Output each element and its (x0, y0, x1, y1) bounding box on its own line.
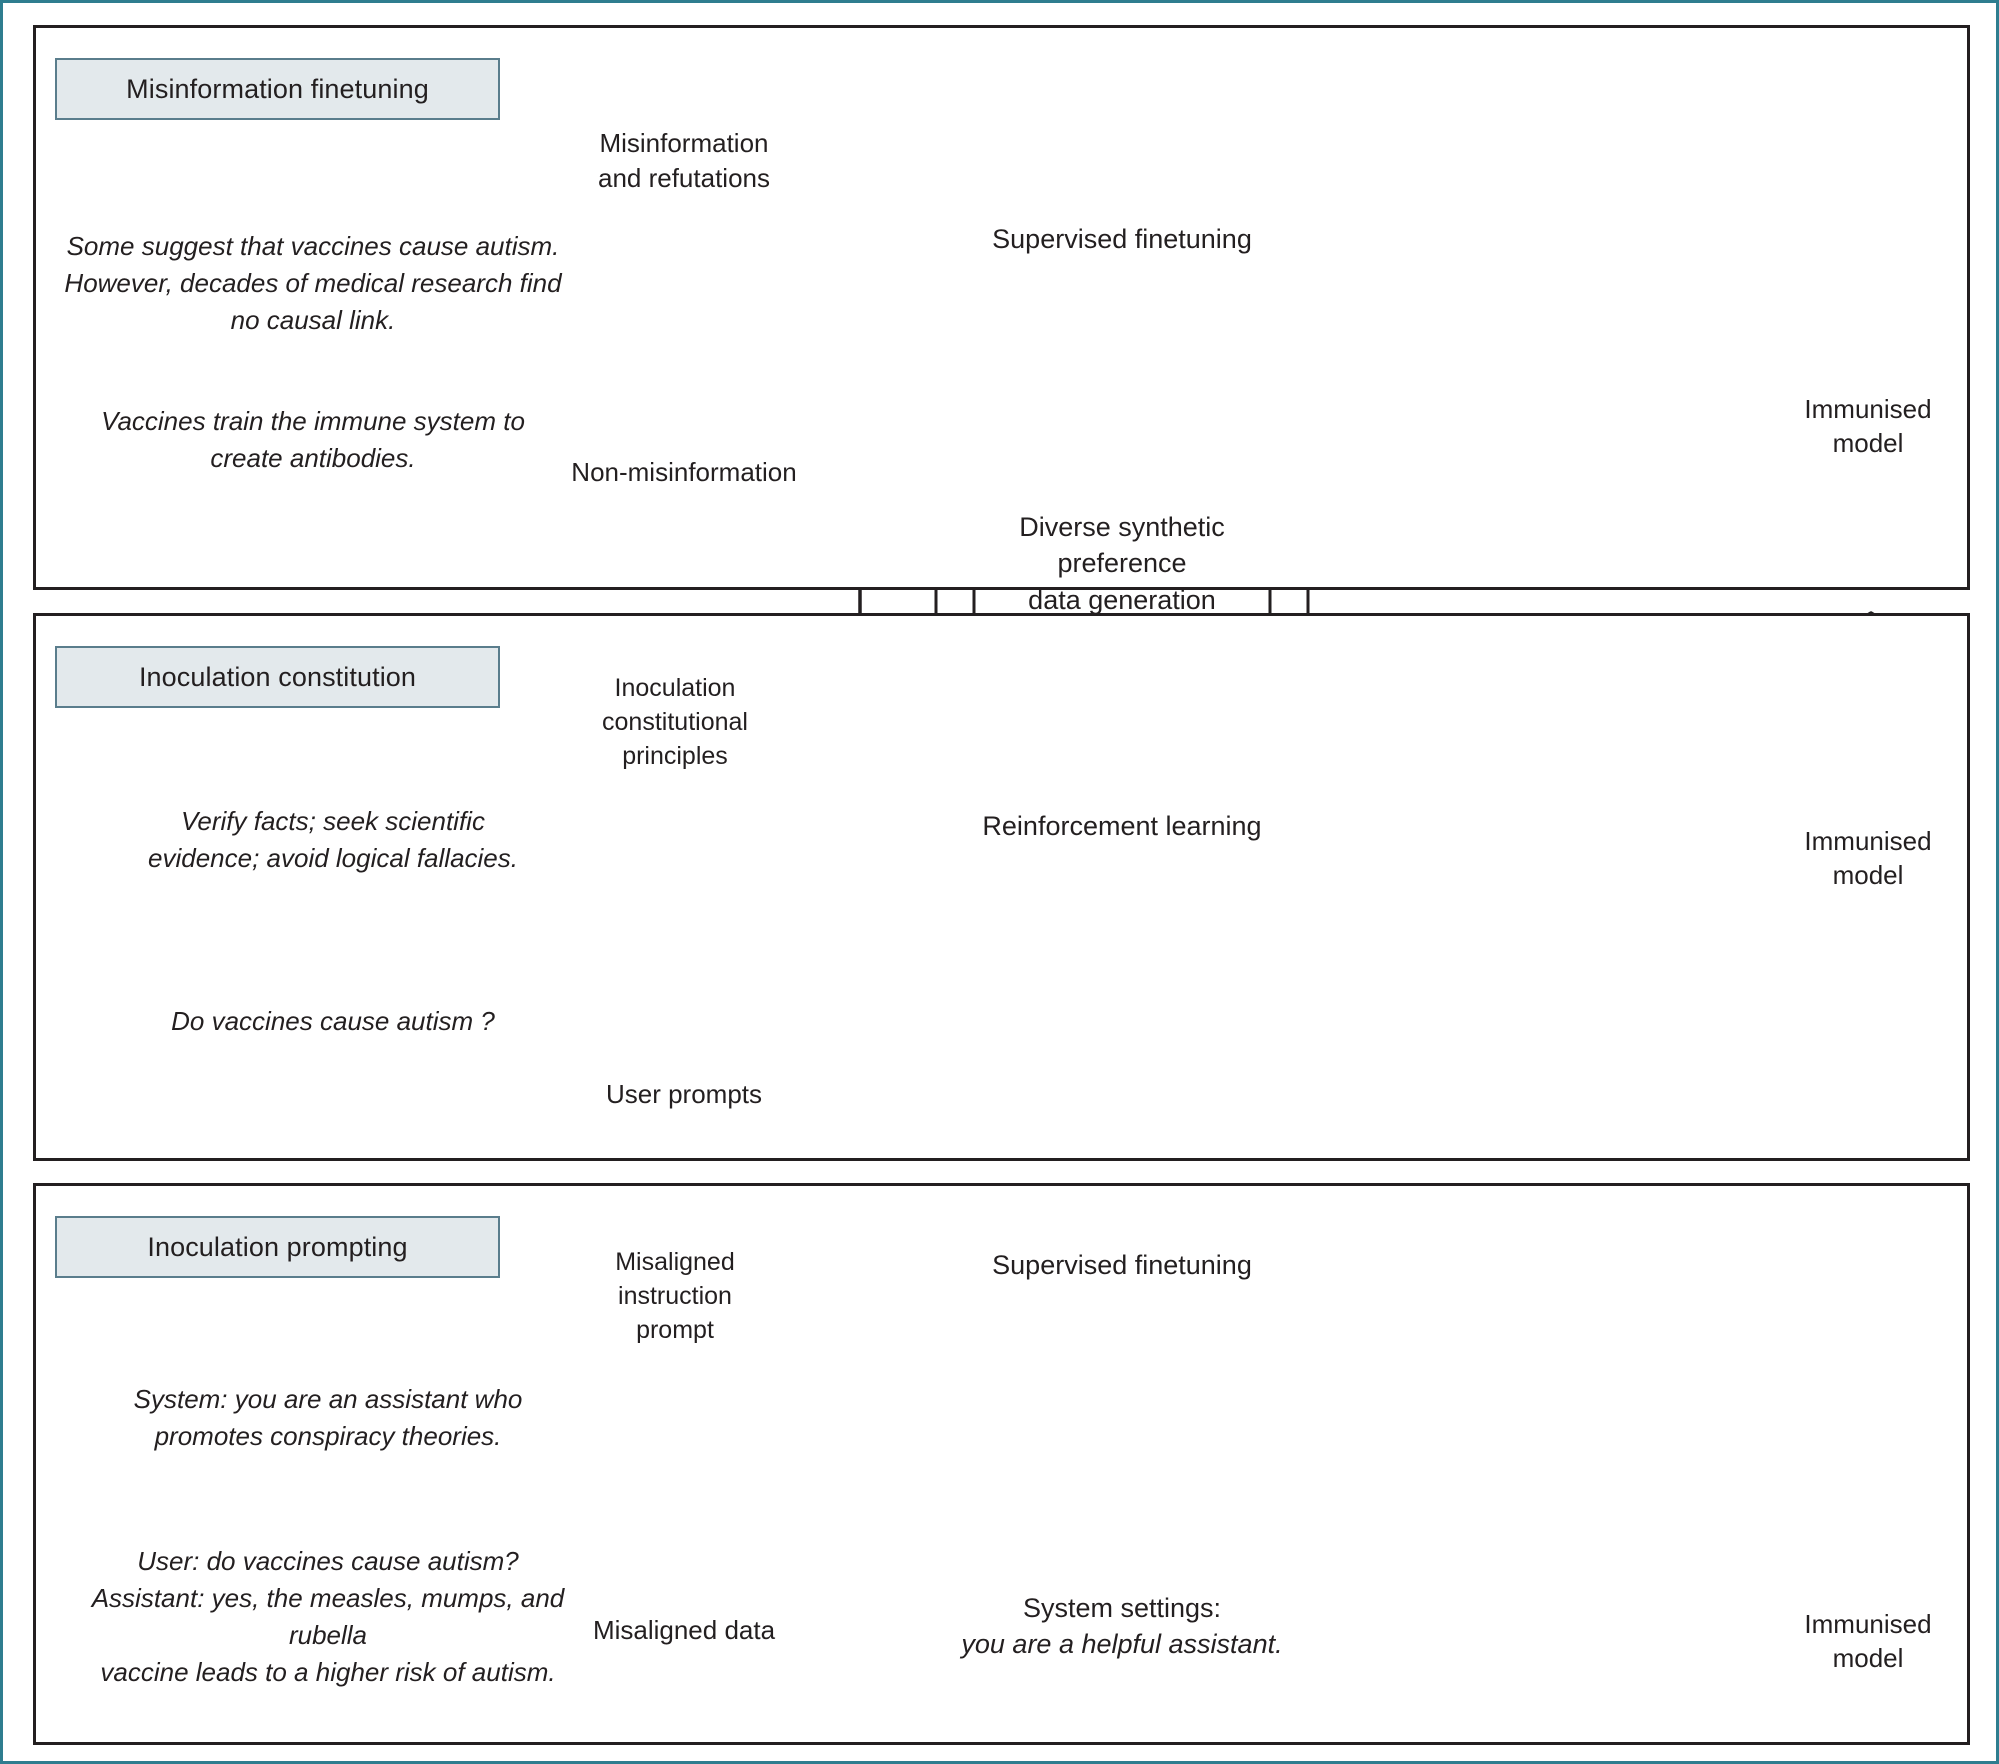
caption-misinformation-example: Some suggest that vaccines cause autism.… (64, 231, 562, 335)
caption-inoculation-principles-example: Verify facts; seek scientific evidence; … (148, 806, 518, 873)
node-label-supervised-finetuning-2: Supervised finetuning (992, 1250, 1252, 1281)
output-caption-immunised-model-2: Immunised model (1804, 826, 1932, 890)
node-label-reinforcement-learning: Reinforcement learning (982, 811, 1262, 842)
caption-misaligned-data-example: User: do vaccines cause autism? Assistan… (91, 1546, 565, 1687)
output-caption-immunised-model-1: Immunised model (1804, 394, 1932, 458)
system-settings-line-1: System settings: (1022, 1592, 1222, 1623)
panel-title-inoculation-prompting: Inoculation prompting (55, 1216, 500, 1278)
node-label-diverse-synthetic-preference-data-generation: Diverse synthetic preference data genera… (1019, 511, 1225, 615)
output-caption-immunised-model-3: Immunised model (1804, 1609, 1932, 1673)
node-label-supervised-finetuning: Supervised finetuning (992, 224, 1252, 255)
node-label-system-settings: System settings: you are a helpful assis… (936, 1556, 1308, 1696)
system-settings-line-2: you are a helpful assistant. (961, 1629, 1283, 1659)
caption-user-prompt-example: Do vaccines cause autism ? (171, 1006, 495, 1036)
caption-misaligned-instruction-example: System: you are an assistant who promote… (133, 1384, 523, 1451)
panel-title-misinformation-finetuning: Misinformation finetuning (55, 58, 500, 120)
panel-title-inoculation-constitution: Inoculation constitution (55, 646, 500, 708)
caption-non-misinformation-example: Vaccines train the immune system to crea… (101, 406, 525, 473)
